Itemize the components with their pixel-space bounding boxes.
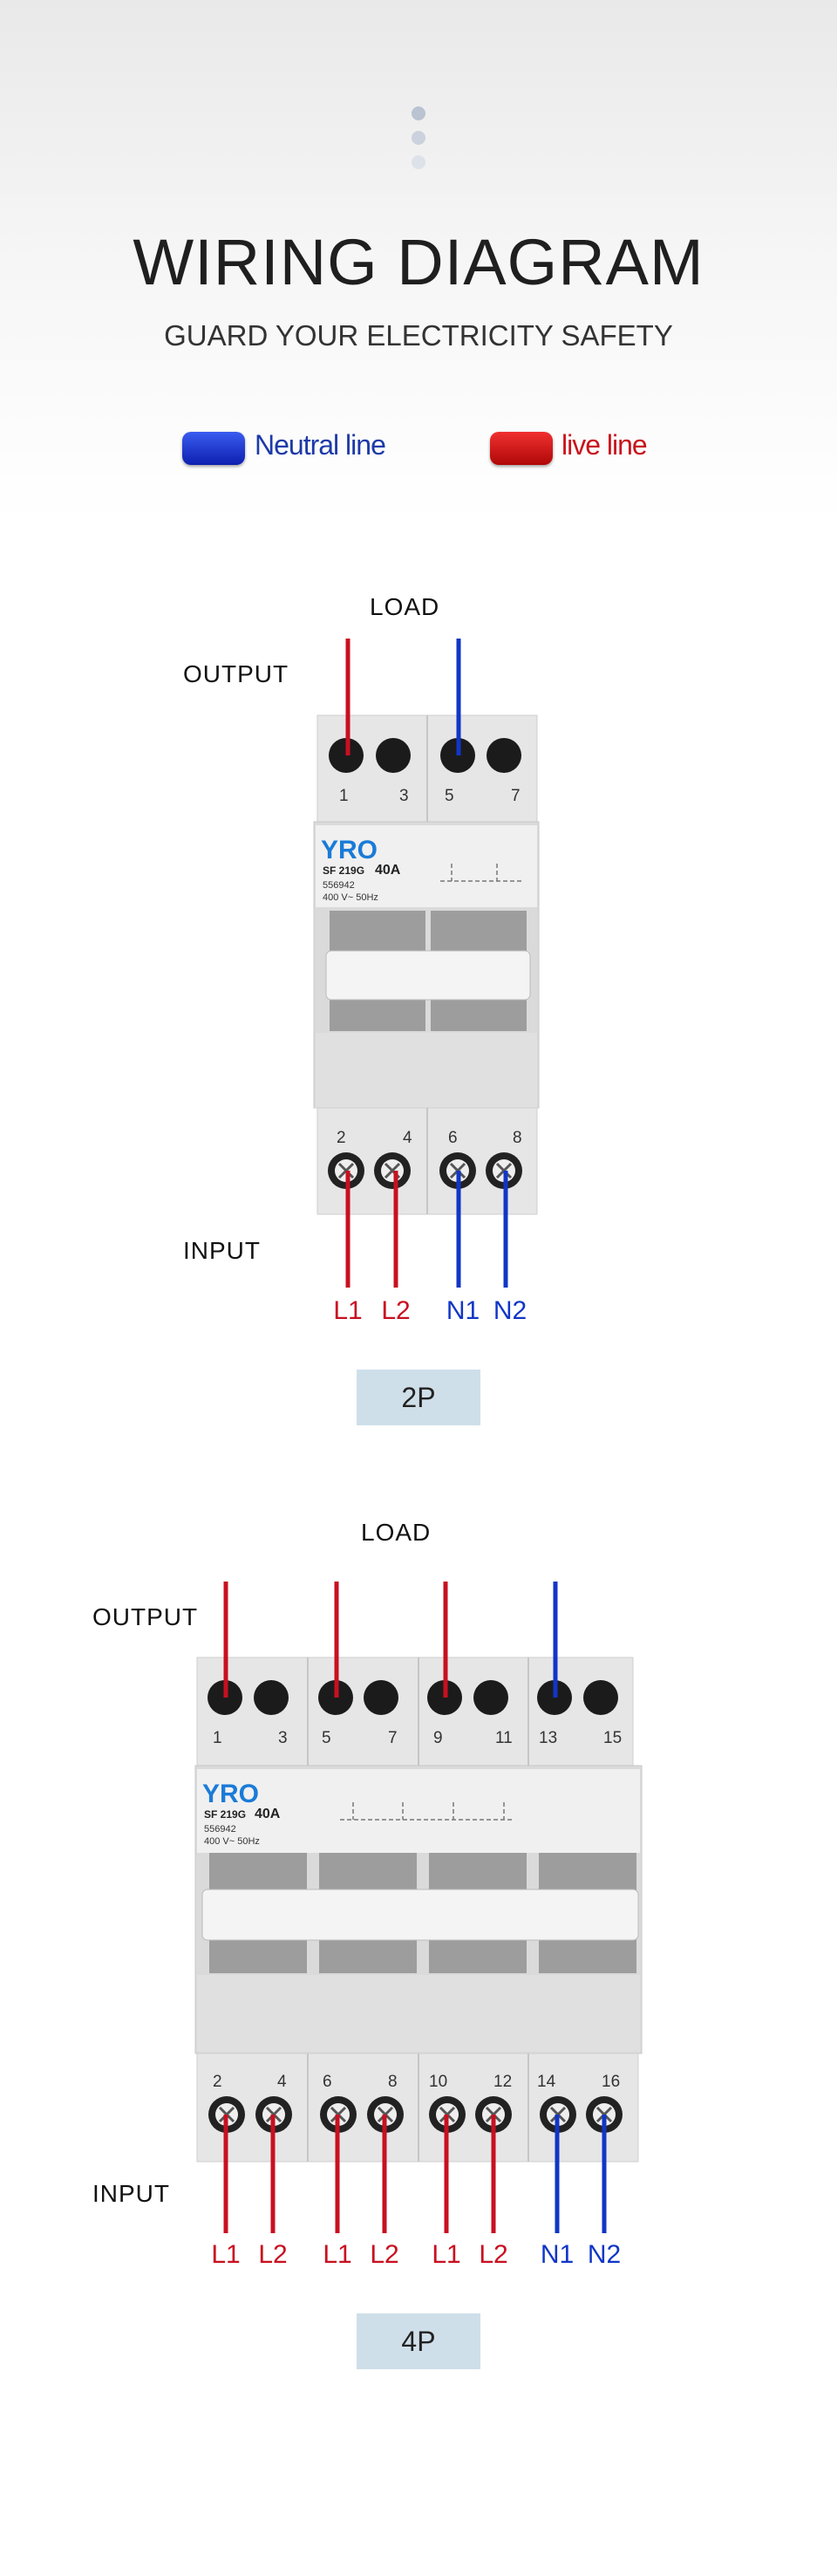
header-dot-2 (412, 131, 425, 145)
input-label-4p-2: L2 (258, 2240, 288, 2269)
badge-4p: 4P (357, 2313, 480, 2369)
bottom-number-8: 8 (513, 1129, 522, 1147)
code-text-2p: 556942 (323, 880, 355, 891)
breaker-4p-lower-panel (197, 1975, 640, 2052)
brand-logo-2p: YRO (321, 836, 378, 864)
rating-text-2p: 40A (375, 863, 401, 878)
top-number-7: 7 (388, 1729, 398, 1747)
top-number-5: 5 (445, 787, 454, 805)
top-number-11: 11 (495, 1729, 513, 1747)
top-terminal-11 (473, 1680, 508, 1715)
top-terminal-3 (254, 1680, 289, 1715)
top-terminal-7 (487, 738, 521, 773)
model-text-4p: SF 219G (204, 1808, 246, 1821)
brand-logo-4p: YRO (202, 1780, 259, 1808)
input-label-2p: INPUT (183, 1237, 261, 1264)
breaker-4p-diagram: 1 3 5 7 9 11 13 15 2 4 6 8 10 12 14 16 Y… (194, 1582, 643, 2233)
output-label-2p: OUTPUT (183, 660, 289, 687)
neutral-legend-label: Neutral line (255, 429, 386, 461)
top-number-9: 9 (433, 1729, 443, 1747)
bottom-number-6: 6 (323, 2073, 332, 2091)
bottom-number-10: 10 (429, 2073, 447, 2091)
breaker-4p-label-area (197, 1769, 640, 1853)
header-dot-1 (412, 106, 425, 120)
voltage-text-4p: 400 V~ 50Hz (204, 1836, 260, 1847)
live-legend-label: live line (561, 429, 648, 461)
breaker-4p-handle (201, 1889, 639, 1941)
breaker-2p-lower-panel (316, 1033, 537, 1108)
top-number-3: 3 (278, 1729, 288, 1747)
input-label-4p-4: L2 (370, 2240, 399, 2269)
top-terminal-15 (583, 1680, 618, 1715)
top-number-15: 15 (603, 1729, 622, 1747)
top-number-1: 1 (213, 1729, 222, 1747)
bottom-number-4: 4 (277, 2073, 287, 2091)
bottom-number-16: 16 (602, 2073, 620, 2091)
model-text-2p: SF 219G (323, 864, 364, 877)
rating-text-4p: 40A (255, 1807, 281, 1821)
top-number-5: 5 (322, 1729, 331, 1747)
load-label-4p: LOAD (361, 1519, 432, 1546)
breaker-2p-diagram: 1 3 5 7 2 4 6 8 YRO SF 219G 40A 556942 4… (313, 639, 540, 1288)
top-number-7: 7 (511, 787, 521, 805)
bottom-number-4: 4 (403, 1129, 412, 1147)
page-subtitle: GUARD YOUR ELECTRICITY SAFETY (164, 319, 673, 352)
input-label-4p-1: L1 (211, 2240, 241, 2269)
voltage-text-2p: 400 V~ 50Hz (323, 892, 378, 903)
input-label-4p-5: L1 (432, 2240, 461, 2269)
badge-2p: 2P (357, 1370, 480, 1425)
input-label-n2: N2 (493, 1296, 527, 1325)
input-label-n1: N1 (446, 1296, 480, 1325)
bottom-number-2: 2 (213, 2073, 222, 2091)
input-label-4p-3: L1 (323, 2240, 352, 2269)
bottom-number-8: 8 (388, 2073, 398, 2091)
input-label-4p-8: N2 (587, 2240, 622, 2269)
live-legend-swatch (490, 432, 553, 465)
bottom-number-12: 12 (493, 2073, 512, 2091)
input-label-4p: INPUT (92, 2180, 170, 2207)
top-number-13: 13 (539, 1729, 557, 1747)
neutral-legend-swatch (182, 432, 245, 465)
input-label-4p-7: N1 (540, 2240, 575, 2269)
bottom-number-2: 2 (337, 1129, 346, 1147)
input-label-l1: L1 (333, 1296, 363, 1325)
top-terminal-7 (364, 1680, 398, 1715)
breaker-2p-label-area (316, 825, 537, 907)
load-label-2p: LOAD (370, 593, 440, 620)
code-text-4p: 556942 (204, 1824, 236, 1835)
top-number-1: 1 (339, 787, 349, 805)
header-dot-3 (412, 155, 425, 169)
breaker-2p-handle (325, 950, 531, 1001)
top-number-3: 3 (399, 787, 409, 805)
bottom-number-14: 14 (537, 2073, 556, 2091)
input-label-4p-6: L2 (479, 2240, 508, 2269)
bottom-number-6: 6 (448, 1129, 458, 1147)
top-terminal-3 (376, 738, 411, 773)
page-title: WIRING DIAGRAM (133, 226, 704, 298)
output-label-4p: OUTPUT (92, 1603, 199, 1630)
input-label-l2: L2 (381, 1296, 411, 1325)
